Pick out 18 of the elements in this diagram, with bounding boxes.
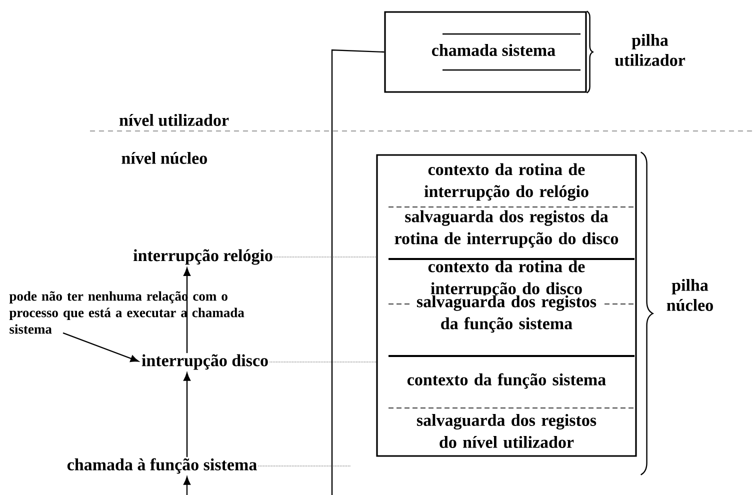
event-label: interrupção relógio <box>133 249 272 265</box>
stack-entry: contexto da função sistema <box>407 373 606 389</box>
stack-entry: salvaguarda dos registos da rotina de interrupção do disco <box>394 210 618 248</box>
arrow <box>183 268 191 354</box>
level-label: nível utilizador <box>119 114 229 126</box>
event-label: interrupção disco <box>142 354 268 370</box>
stack-label: pilha utilizador <box>614 34 686 66</box>
event-label: chamada à função sistema <box>67 458 257 474</box>
stack-label: pilha núcleo <box>666 279 713 311</box>
arrow <box>62 332 139 362</box>
level-label: nível núcleo <box>122 152 207 164</box>
arrow <box>183 476 191 495</box>
stack-entry: salvaguarda dos registos da função sistema <box>412 295 602 333</box>
stack-entry: salvaguarda dos registos do nível utilizador <box>416 414 596 448</box>
stack-entry: contexto da rotina de interrupção do relógio <box>424 163 588 201</box>
arrow <box>183 372 191 458</box>
stack-box: chamada sistema <box>384 11 587 93</box>
dotted-line <box>274 256 376 258</box>
